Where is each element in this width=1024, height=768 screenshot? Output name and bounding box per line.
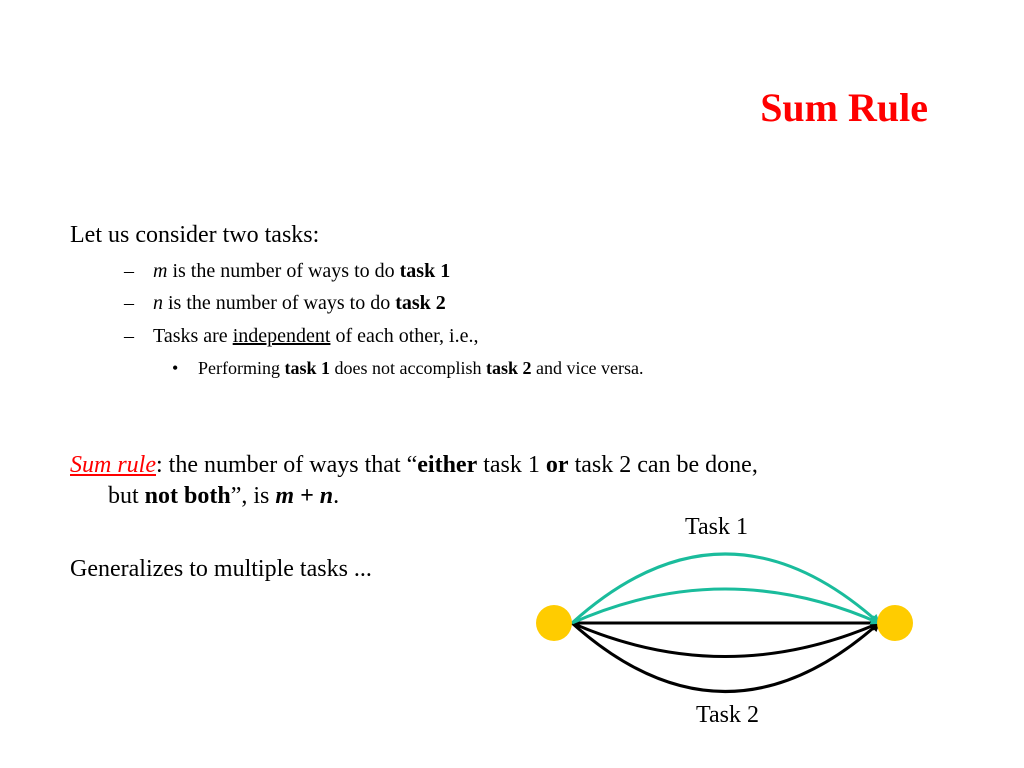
task2-edge-2 [571, 621, 881, 658]
dash-marker: – [124, 325, 134, 347]
rule-formula: m + n [275, 483, 334, 509]
rule-bold: or [545, 452, 569, 478]
item-text: of each other, i.e., [330, 325, 479, 347]
task1-label: Task 1 [685, 514, 748, 540]
rule-text: task 2 can be done, [568, 452, 758, 478]
item-bold: task 2 [395, 292, 446, 314]
rule-text: . [333, 483, 340, 509]
rule-bold: either [417, 452, 478, 478]
task1-edge-1 [571, 587, 881, 625]
var-n: n [153, 292, 163, 314]
list-item-task2: –n is the number of ways to do task 2 [124, 290, 446, 316]
rule-text: : the number of ways that “ [156, 452, 418, 478]
dash-marker: – [124, 260, 134, 282]
bullet-text: and vice versa. [531, 358, 644, 378]
item-text: is the number of ways to do [163, 292, 396, 314]
bullet-bold: task 1 [284, 358, 330, 378]
bullet-text: does not accomplish [330, 358, 486, 378]
task2-label: Task 2 [696, 702, 759, 728]
intro-text: Let us consider two tasks: [70, 222, 320, 248]
sum-rule-paragraph: Sum rule: the number of ways that “eithe… [70, 450, 758, 512]
start-node [536, 605, 572, 641]
list-item-task1: –m is the number of ways to do task 1 [124, 258, 450, 284]
generalize-text: Generalizes to multiple tasks ... [70, 556, 372, 582]
sub-bullet: • Performing task 1 does not accomplish t… [172, 356, 643, 380]
task1-edge-2 [570, 552, 881, 625]
var-m: m [153, 260, 168, 282]
list-item-independent: –Tasks are independent of each other, i.… [124, 323, 478, 349]
underlined-word: independent [232, 325, 331, 347]
dash-marker: – [124, 292, 134, 314]
item-text: is the number of ways to do [167, 260, 400, 282]
bullet-marker: • [172, 358, 179, 378]
sum-rule-line1: Sum rule: the number of ways that “eithe… [70, 450, 758, 481]
sum-rule-line2: but not both”, is m + n. [70, 481, 758, 512]
rule-text: ”, is [230, 483, 276, 509]
bullet-bold: task 2 [485, 358, 532, 378]
rule-bold: not both [144, 483, 231, 509]
task2-edge-3 [570, 621, 881, 693]
rule-text: but [108, 483, 145, 509]
bullet-text: Performing [198, 358, 285, 378]
item-bold: task 1 [399, 260, 451, 282]
end-node [877, 605, 913, 641]
slide-title: Sum Rule [760, 85, 928, 130]
item-text: Tasks are [153, 325, 233, 347]
sum-rule-link[interactable]: Sum rule [70, 452, 156, 478]
rule-text: task 1 [477, 452, 546, 478]
